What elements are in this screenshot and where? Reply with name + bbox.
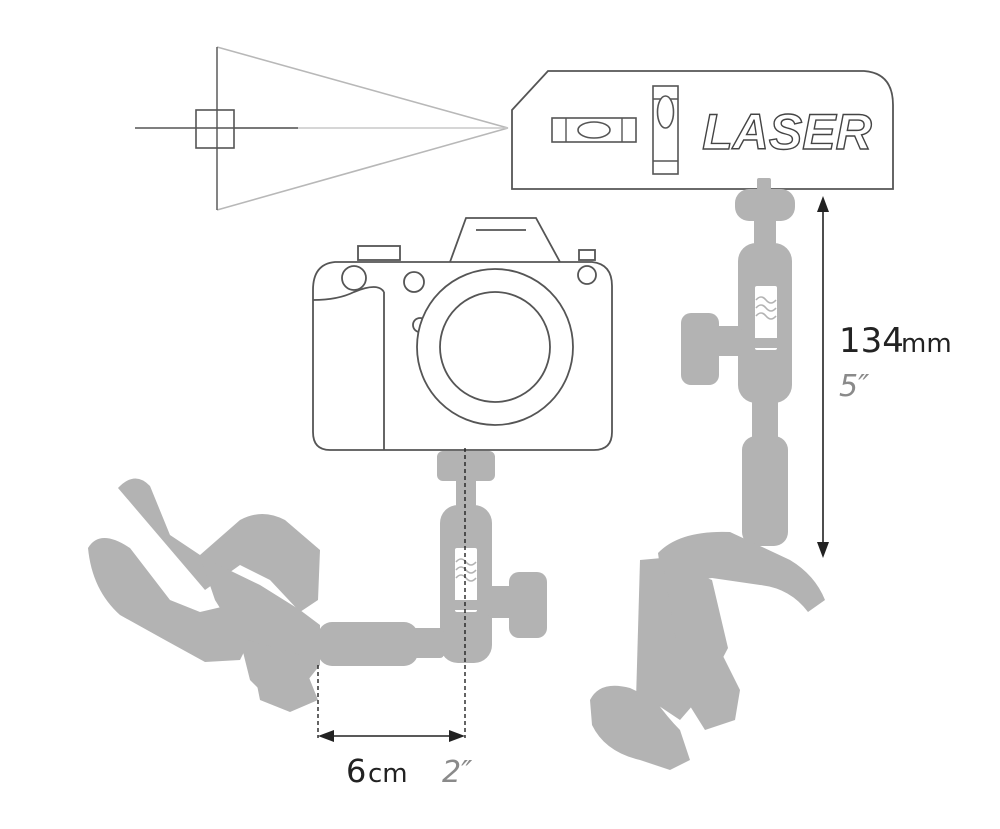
right-mount-screw	[757, 178, 771, 190]
left-arm-joint	[412, 628, 444, 658]
laser-label: LASER	[702, 104, 871, 160]
height-dimension	[817, 196, 829, 558]
beam-lower-edge	[216, 127, 509, 211]
offset-dimension	[317, 448, 466, 742]
right-clamp-jaw	[658, 531, 825, 640]
left-clamp-jaw-upper	[118, 478, 320, 612]
right-clamp-screw	[636, 558, 676, 700]
right-super-clamp	[590, 531, 825, 770]
right-top-ball	[735, 189, 795, 221]
left-clamp-jaw-lower	[88, 538, 250, 662]
laser-unit: LASER	[511, 70, 894, 190]
right-neck-bottom	[752, 400, 778, 442]
laser-body-outline	[511, 70, 894, 190]
right-lock-knob	[681, 313, 719, 385]
horizontal-bubble-level	[551, 117, 637, 143]
height-imperial-value: 5″	[839, 369, 870, 404]
camera-rear-dial	[577, 265, 597, 285]
camera-mode-dial	[341, 265, 367, 291]
camera-shutter-button	[357, 245, 401, 261]
right-lower-ball	[742, 436, 788, 546]
left-top-plate	[437, 451, 495, 481]
laser-beam-projection	[135, 46, 509, 211]
offset-metric-unit: cm	[368, 759, 408, 789]
left-neck-top	[456, 478, 476, 508]
right-clamp-grip	[590, 685, 690, 770]
camera-body	[312, 217, 613, 451]
height-metric-unit: mm	[901, 329, 952, 359]
camera-af-assist-lamp	[403, 271, 425, 293]
camera-hotshoe-button	[578, 249, 596, 261]
left-super-clamp	[88, 478, 320, 712]
camera-grip-curve	[312, 286, 385, 301]
left-clamp-screw	[248, 640, 318, 712]
vertical-bubble-level	[652, 85, 679, 175]
left-articulating-arm	[318, 451, 547, 666]
right-clamp-handle	[670, 610, 740, 730]
offset-arrow-right	[449, 730, 465, 742]
beam-upper-edge	[216, 46, 509, 129]
height-arrow-top	[817, 196, 829, 212]
camera-lens-mount-inner	[439, 291, 551, 403]
right-articulating-arm	[681, 178, 795, 546]
offset-arrow-left	[318, 730, 334, 742]
right-neck-top	[754, 218, 776, 246]
left-lock-knob	[509, 572, 547, 638]
height-arrow-bottom	[817, 542, 829, 558]
offset-imperial-value: 2″	[442, 755, 473, 790]
left-horizontal-arm	[318, 622, 418, 666]
height-metric-value: 134	[839, 321, 904, 361]
camera-prism-hump	[449, 217, 561, 263]
crosshair-target-box	[195, 109, 235, 149]
offset-metric-value: 6	[346, 752, 366, 790]
